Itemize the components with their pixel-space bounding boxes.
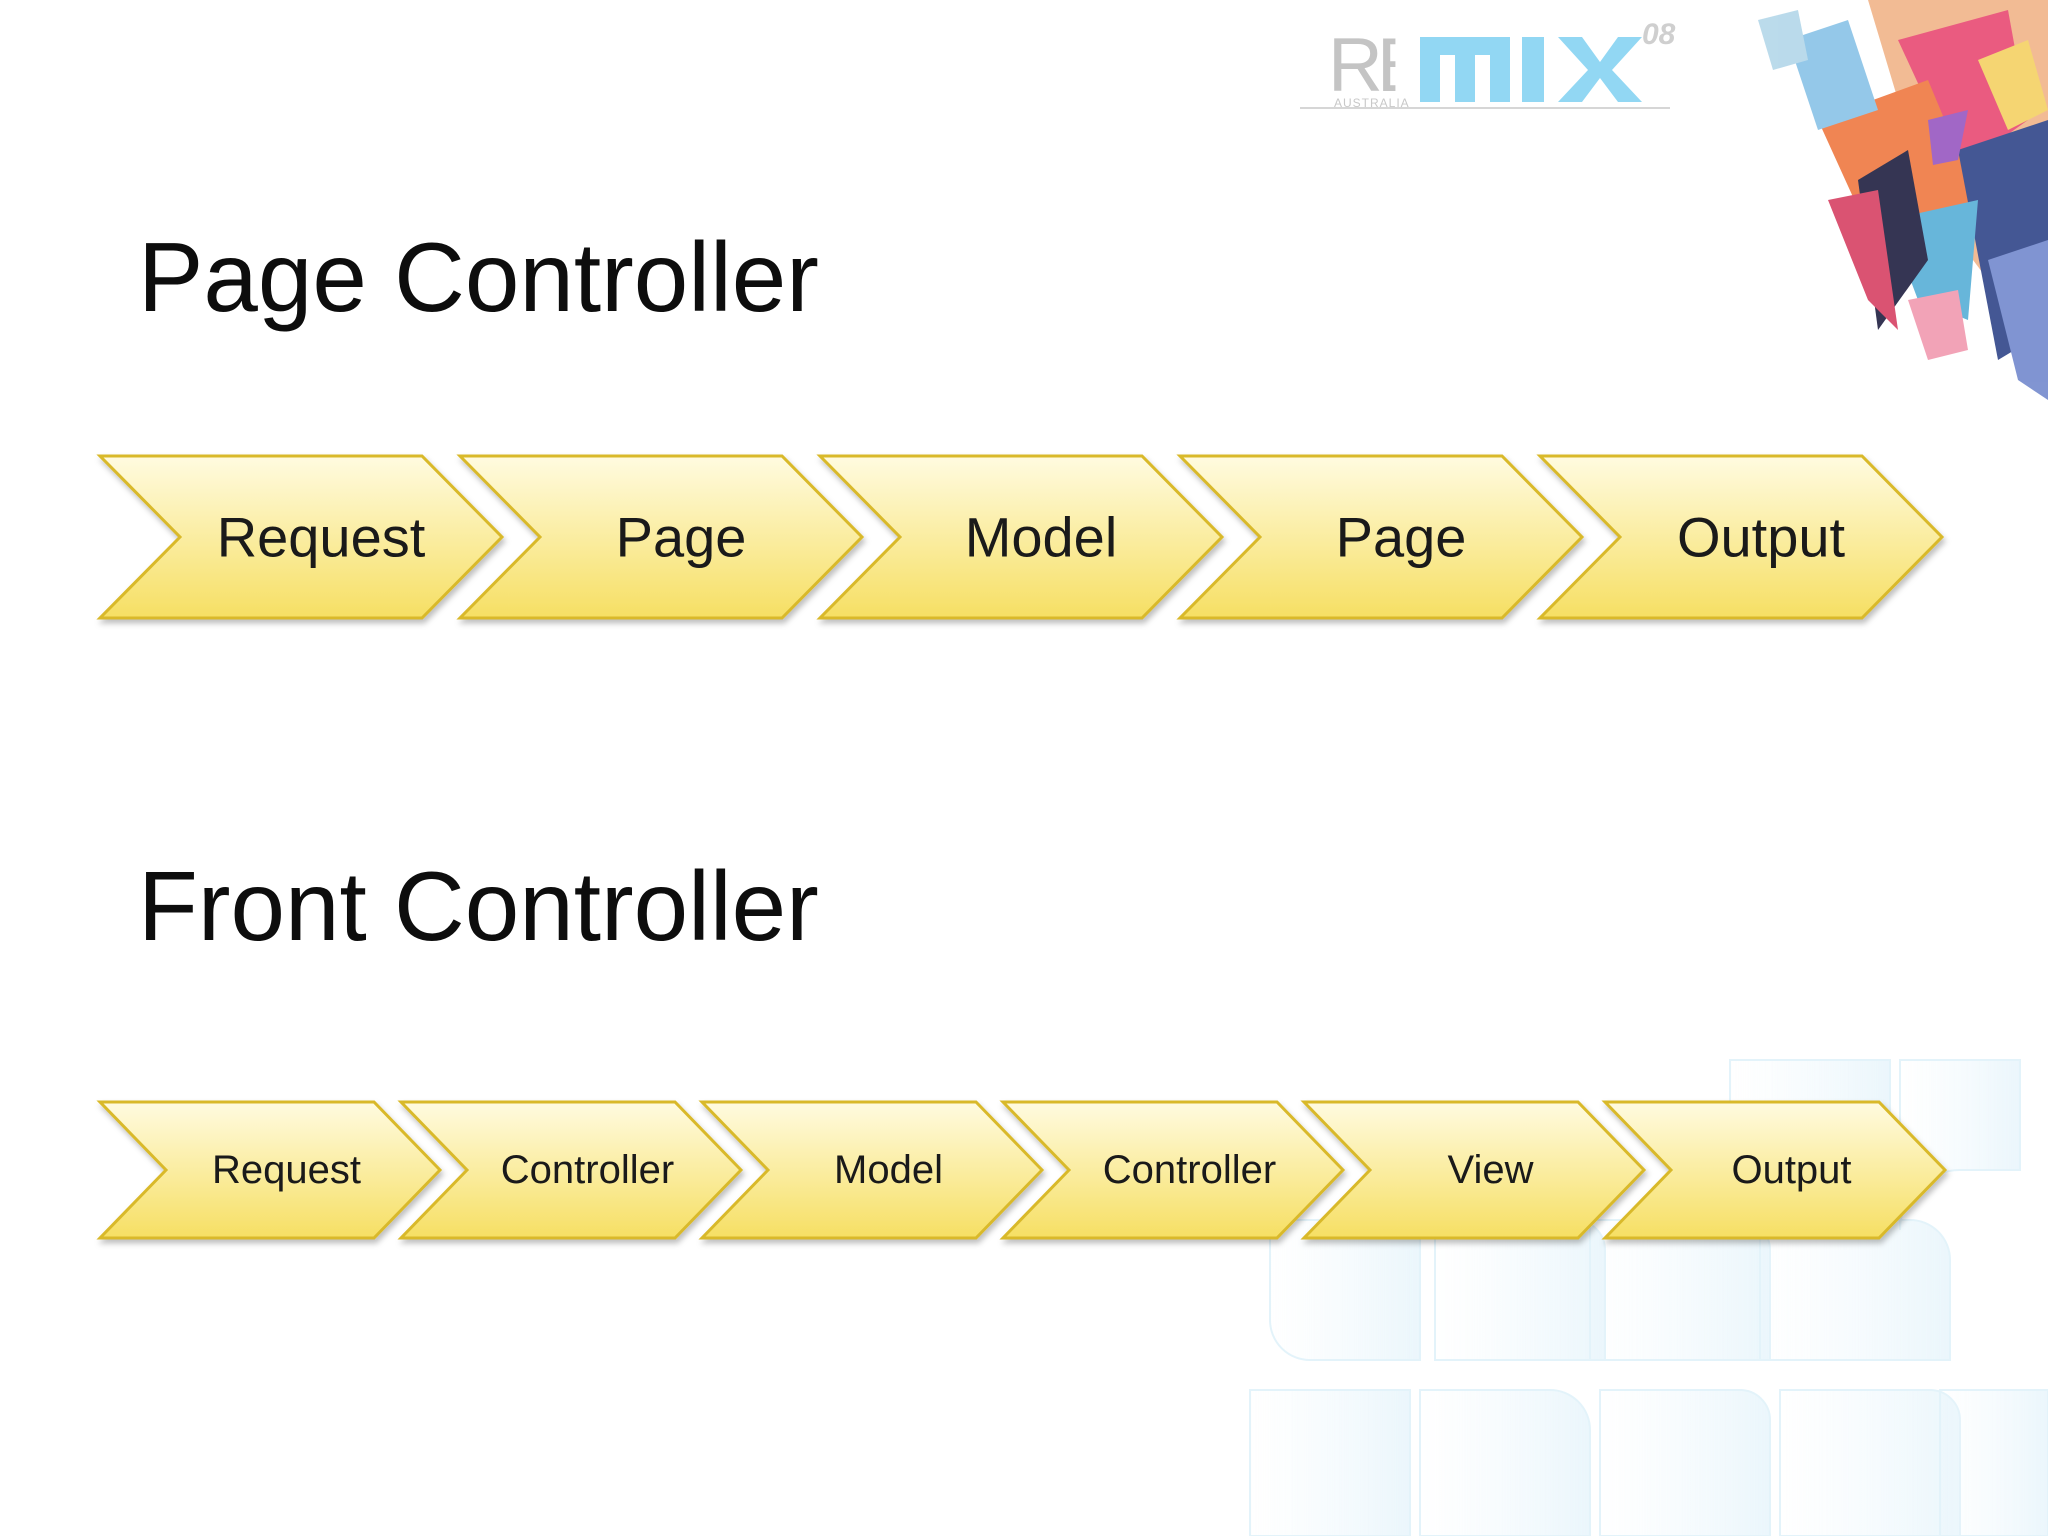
chevron-shape bbox=[1536, 454, 1945, 620]
flow-step: Output bbox=[1601, 1100, 1948, 1240]
flow-step-label: Output bbox=[1677, 506, 1846, 569]
flow-step: Controller bbox=[999, 1100, 1346, 1240]
flow-step-label: View bbox=[1448, 1148, 1534, 1192]
page-controller-title: Page Controller bbox=[138, 222, 819, 332]
flow-step-label: Controller bbox=[501, 1148, 674, 1192]
flow-step: Request bbox=[96, 1100, 443, 1240]
logo-text: REMIX bbox=[1328, 22, 1395, 109]
chevron-shape bbox=[96, 1100, 443, 1240]
flow-step: Output bbox=[1536, 454, 1945, 620]
chevron-shape bbox=[456, 454, 865, 620]
flow-step: Page bbox=[456, 454, 865, 620]
chevron-shape bbox=[816, 454, 1225, 620]
flow-step: View bbox=[1300, 1100, 1647, 1240]
chevron-shape bbox=[698, 1100, 1045, 1240]
front-controller-title: Front Controller bbox=[138, 851, 819, 961]
logo-year: 08 bbox=[1642, 18, 1676, 51]
flow-step-label: Request bbox=[212, 1148, 361, 1192]
front-controller-flow: Request Controller Model Controller View Outp… bbox=[96, 1100, 1948, 1240]
chevron-shape bbox=[999, 1100, 1346, 1240]
page-controller-flow: Request Page Model Page Output bbox=[96, 454, 1945, 620]
flow-step-label: Page bbox=[1336, 506, 1467, 569]
flow-step-label: Output bbox=[1731, 1148, 1851, 1192]
flow-step-label: Model bbox=[965, 506, 1118, 569]
chevron-shape bbox=[397, 1100, 744, 1240]
remix-logo: REMIX 08 AUSTRALIA bbox=[1300, 12, 1700, 122]
chevron-shape bbox=[1300, 1100, 1647, 1240]
flow-step: Page bbox=[1176, 454, 1585, 620]
flow-step: Controller bbox=[397, 1100, 744, 1240]
chevron-shape bbox=[1601, 1100, 1948, 1240]
flow-step: Model bbox=[698, 1100, 1045, 1240]
flow-step-label: Page bbox=[616, 506, 747, 569]
decorative-splash bbox=[1758, 0, 2048, 400]
flow-step: Request bbox=[96, 454, 505, 620]
chevron-shape bbox=[96, 454, 505, 620]
flow-step-label: Request bbox=[217, 506, 426, 569]
flow-step-label: Controller bbox=[1103, 1148, 1276, 1192]
flow-step: Model bbox=[816, 454, 1225, 620]
chevron-shape bbox=[1176, 454, 1585, 620]
flow-step-label: Model bbox=[834, 1148, 943, 1192]
remix-logo-graphic bbox=[1300, 37, 1670, 109]
logo-region: AUSTRALIA bbox=[1334, 96, 1410, 110]
